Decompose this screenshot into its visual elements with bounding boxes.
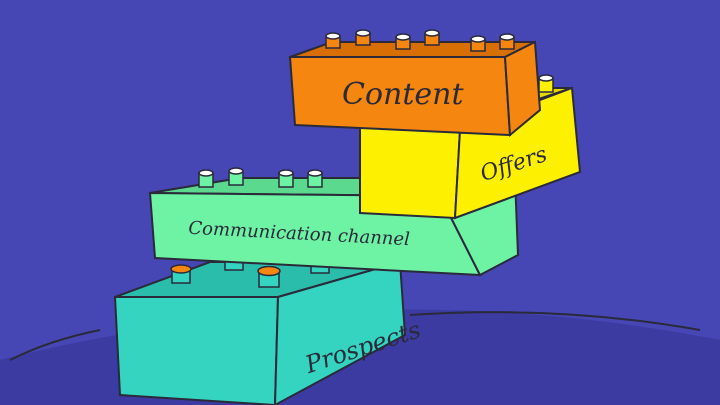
content-block: Content [288,29,542,138]
prospects-block-side [273,260,407,405]
content-block-side [503,40,542,138]
content-studs [325,29,515,52]
prospects-block-front [113,296,280,405]
offers-studs [538,74,554,93]
content-label: Content [342,77,464,112]
offers-block-front [359,123,462,220]
communication-studs [198,167,323,188]
prospects-block: Prospects [113,251,424,405]
ground-line-right [409,311,701,331]
ground-line-left [9,329,101,361]
